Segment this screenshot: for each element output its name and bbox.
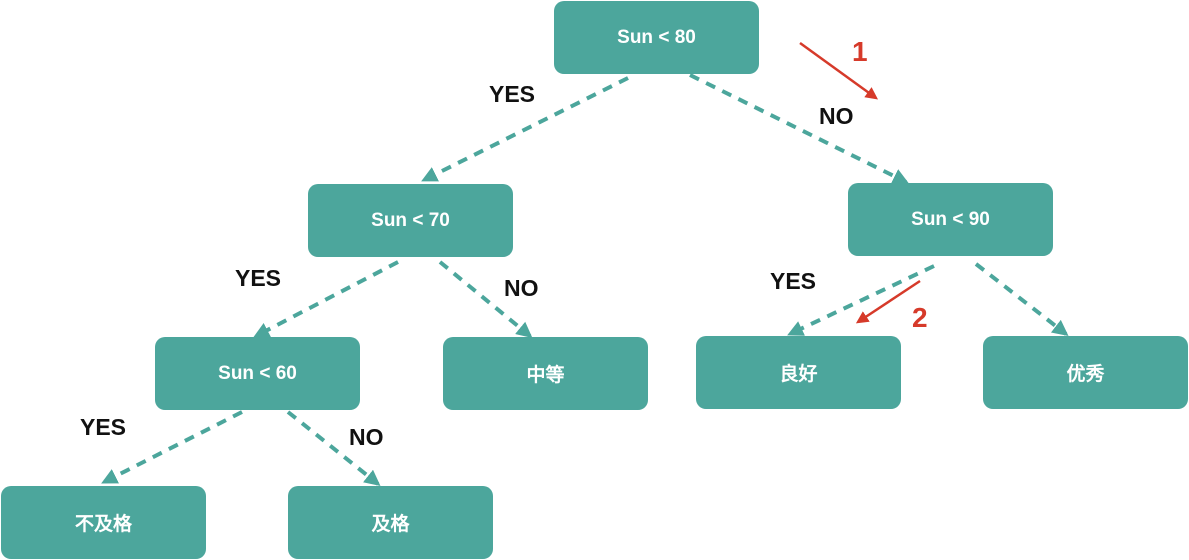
node-left-left: Sun < 60 bbox=[155, 337, 360, 410]
edge-label-left-yes: YES bbox=[235, 265, 282, 291]
step-marker-1: 1 bbox=[852, 36, 868, 67]
node-root: Sun < 80 bbox=[554, 1, 759, 74]
node-root-label: Sun < 80 bbox=[617, 26, 696, 48]
node-right-right: 优秀 bbox=[983, 336, 1188, 409]
step-marker-2: 2 bbox=[912, 302, 928, 333]
node-left-left-label: Sun < 60 bbox=[218, 362, 297, 384]
node-right-right-label: 优秀 bbox=[1066, 364, 1105, 385]
edge-label-left-no: NO bbox=[504, 275, 539, 301]
node-left-left-right: 及格 bbox=[288, 486, 493, 559]
edge-left-left-to-pass bbox=[286, 410, 381, 486]
edge-label-left-left-yes: YES bbox=[80, 414, 127, 440]
node-left-right: 中等 bbox=[443, 337, 648, 410]
edge-label-right-yes: YES bbox=[770, 268, 817, 294]
edge-label-root-yes: YES bbox=[489, 81, 536, 107]
node-right-left-label: 良好 bbox=[779, 364, 818, 385]
edge-root-to-left bbox=[421, 76, 629, 182]
red-arrow-step-2 bbox=[855, 279, 921, 324]
node-left-label: Sun < 70 bbox=[371, 209, 450, 231]
edge-label-root-no: NO bbox=[819, 103, 854, 129]
edge-label-left-left-no: NO bbox=[349, 424, 384, 450]
node-left-left-left-label: 不及格 bbox=[74, 514, 132, 535]
edge-right-to-right-right bbox=[974, 262, 1069, 336]
edge-right-to-right-left bbox=[787, 264, 935, 336]
edge-left-to-left-right bbox=[438, 260, 533, 339]
edge-left-to-left-left bbox=[253, 260, 399, 338]
node-left-left-right-label: 及格 bbox=[371, 514, 410, 535]
red-arrow-step-1 bbox=[799, 41, 879, 100]
node-left-right-label: 中等 bbox=[526, 365, 565, 386]
node-left: Sun < 70 bbox=[308, 184, 513, 257]
node-left-left-left: 不及格 bbox=[1, 486, 206, 559]
node-right-left: 良好 bbox=[696, 336, 901, 409]
node-right-label: Sun < 90 bbox=[911, 208, 990, 230]
edge-left-left-to-fail bbox=[101, 410, 243, 484]
node-right: Sun < 90 bbox=[848, 183, 1053, 256]
edge-root-to-right bbox=[689, 73, 909, 184]
